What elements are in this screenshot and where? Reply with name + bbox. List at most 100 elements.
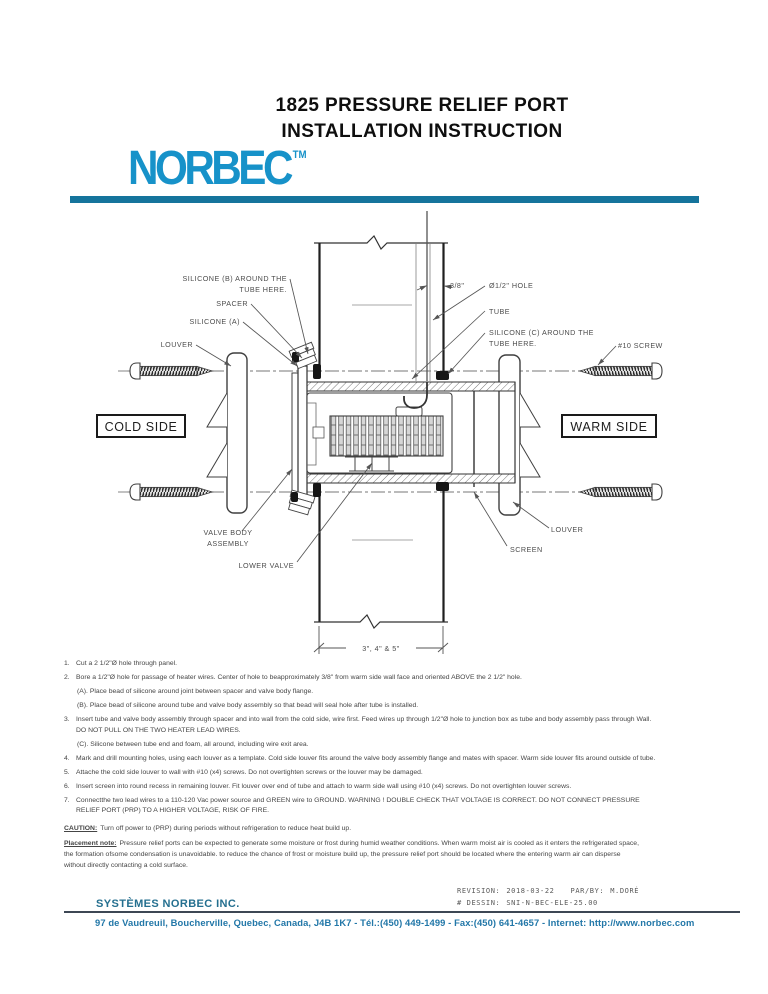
note-line-3: without directly contacting a cold surfa… (64, 862, 188, 869)
label-louver-left: LOUVER (161, 340, 193, 349)
item-number: 4. (64, 754, 70, 762)
item-text: Attache the cold side louver to wall wit… (76, 768, 423, 779)
spacer-bottom (287, 489, 316, 516)
label-tube: TUBE (489, 307, 510, 316)
trademark-symbol: TM (292, 149, 307, 161)
parby-label: PAR/BY: (570, 887, 605, 895)
item-text-line: Bore a 1/2"Ø hole for passage of heater … (76, 674, 522, 681)
item-text-line: DO NOT PULL ON THE TWO HEATER LEAD WIRES… (76, 726, 241, 734)
item-text-line: Insert tube and valve body assembly thro… (76, 716, 652, 723)
item-text-line: Cut a 2 1/2"Ø hole through panel. (76, 660, 178, 667)
company-name: SYSTÈMES NORBEC INC. (96, 898, 240, 910)
cold-side-box: COLD SIDE (96, 414, 186, 438)
dessin-value: SNI-N-BEC-ELE-25.00 (506, 898, 598, 907)
dessin-row: # DESSIN: SNI-N-BEC-ELE-25.00 (457, 898, 639, 910)
label-silicone-b-line1: SILICONE (B) AROUND THE (183, 274, 287, 283)
instruction-item-2a: (A). Place bead of silicone around joint… (77, 687, 754, 698)
instruction-item-2b: (B). Place bead of silicone around tube … (77, 701, 754, 712)
document-title: 1825 PRESSURE RELIEF PORT INSTALLATION I… (261, 93, 583, 144)
caution-label: CAUTION: (64, 824, 98, 832)
placement-note: Placement note:Pressure relief ports can… (64, 838, 764, 871)
item-text: (A). Place bead of silicone around joint… (77, 687, 313, 698)
cold-louver (206, 352, 248, 514)
label-screen: SCREEN (510, 545, 543, 554)
label-valve-body-line2: ASSEMBLY (207, 539, 249, 548)
screw-warm-top (578, 362, 663, 380)
dessin-label: # DESSIN: (457, 898, 501, 907)
wire-hook (403, 382, 428, 409)
svg-text:WARM SIDE: WARM SIDE (570, 420, 647, 434)
item-number: 2. (64, 674, 70, 681)
instruction-item-1: 1. Cut a 2 1/2"Ø hole through panel. (64, 659, 754, 670)
item-number: 7. (64, 796, 70, 804)
item-number: 5. (64, 768, 70, 776)
item-number: 3. (64, 716, 70, 723)
technical-drawing: SILICONE (B) AROUND THE TUBE HERE. SPACE… (96, 211, 663, 654)
item-text-line: RELIEF PORT (PRP) TO A HIGHER VOLTAGE, R… (76, 807, 269, 814)
label-screw: #10 SCREW (618, 341, 663, 350)
warm-side-box: WARM SIDE (561, 414, 657, 438)
screw-cold-top (129, 362, 214, 380)
item-text-line: Connectthe two lead wires to a 110-120 V… (76, 796, 640, 804)
svg-text:COLD SIDE: COLD SIDE (105, 420, 178, 434)
label-spacer: SPACER (216, 299, 248, 308)
instruction-item-5: 5. Attache the cold side louver to wall w… (64, 768, 754, 779)
dimension-wall-thickness (313, 626, 449, 654)
valve-body-assembly (291, 365, 453, 503)
item-text: (B). Place bead of silicone around tube … (77, 701, 418, 712)
label-louver-right: LOUVER (551, 525, 583, 534)
header-divider-bar (70, 196, 699, 203)
note-line-2: the formation ofsome condensation is una… (64, 851, 621, 858)
item-number: 1. (64, 660, 70, 667)
instruction-item-7: 7. Connectthe two lead wires to a 110-120… (64, 796, 754, 817)
item-text: Cut a 2 1/2"Ø hole through panel. (76, 659, 177, 670)
centerlines (118, 370, 661, 493)
instruction-item-2: 2. Bore a 1/2"Ø hole for passage of heate… (64, 673, 754, 684)
instruction-list: 1. Cut a 2 1/2"Ø hole through panel. 2. Bo… (64, 659, 754, 834)
leader-lines (195, 278, 617, 563)
company-address: 97 de Vaudreuil, Boucherville, Quebec, C… (95, 917, 695, 928)
title-line-2: INSTALLATION INSTRUCTION (281, 120, 563, 142)
silicone-beads (291, 352, 449, 502)
caution-text: Turn off power to (PRP) during periods w… (100, 824, 352, 832)
item-text-line: (B). Place bead of silicone around tube … (77, 702, 419, 709)
instruction-item-6: 6.Insert screen into round recess in rem… (64, 782, 754, 793)
item-text-line: Attache the cold side louver to wall wit… (76, 768, 423, 776)
item-text: Insert tube and valve body assembly thro… (76, 715, 651, 736)
dimension-3-8 (416, 284, 453, 291)
revision-value: 2018-03-22 (506, 887, 555, 895)
label-hole: Ø1/2" HOLE (489, 281, 533, 290)
item-text: Bore a 1/2"Ø hole for passage of heater … (76, 673, 522, 684)
item-text: (C). Silicone between tube end and foam,… (77, 740, 309, 751)
warm-louver (498, 354, 541, 516)
item-text: Connectthe two lead wires to a 110-120 V… (76, 796, 640, 817)
label-silicone-b-line2: TUBE HERE. (239, 285, 287, 294)
item-text-line: (A). Place bead of silicone around joint… (77, 688, 314, 695)
footer-divider (64, 911, 740, 913)
item-text-line: (C). Silicone between tube end and foam,… (77, 740, 309, 748)
heater-element (329, 415, 444, 457)
item-text-line: Insert screen into round recess in remai… (76, 782, 572, 790)
label-lower-valve: LOWER VALVE (239, 561, 294, 570)
label-dim-3-8: 3/8" (450, 281, 464, 290)
item-text-line: Mark and drill mounting holes, using eac… (76, 754, 656, 762)
note-text: Pressure relief ports can be expected to… (119, 840, 639, 847)
revision-label: REVISION: (457, 887, 501, 895)
instruction-item-3c: (C). Silicone between tube end and foam,… (77, 740, 754, 751)
title-line-1: 1825 PRESSURE RELIEF PORT (275, 95, 569, 116)
instruction-item-4: 4. Mark and drill mounting holes, using e… (64, 754, 754, 765)
screw-cold-bottom (129, 483, 214, 501)
caution-line: CAUTION:Turn off power to (PRP) during p… (64, 824, 754, 835)
label-silicone-c-line2: TUBE HERE. (489, 339, 537, 348)
instruction-item-3: 3. Insert tube and valve body assembly th… (64, 715, 754, 736)
note-label: Placement note: (64, 840, 117, 847)
label-valve-body-line1: VALVE BODY (204, 528, 253, 537)
label-silicone-c-line1: SILICONE (C) AROUND THE (489, 328, 594, 337)
note-line-1: Placement note:Pressure relief ports can… (64, 838, 764, 849)
lower-valve (345, 456, 398, 472)
wall-panel (314, 211, 448, 629)
